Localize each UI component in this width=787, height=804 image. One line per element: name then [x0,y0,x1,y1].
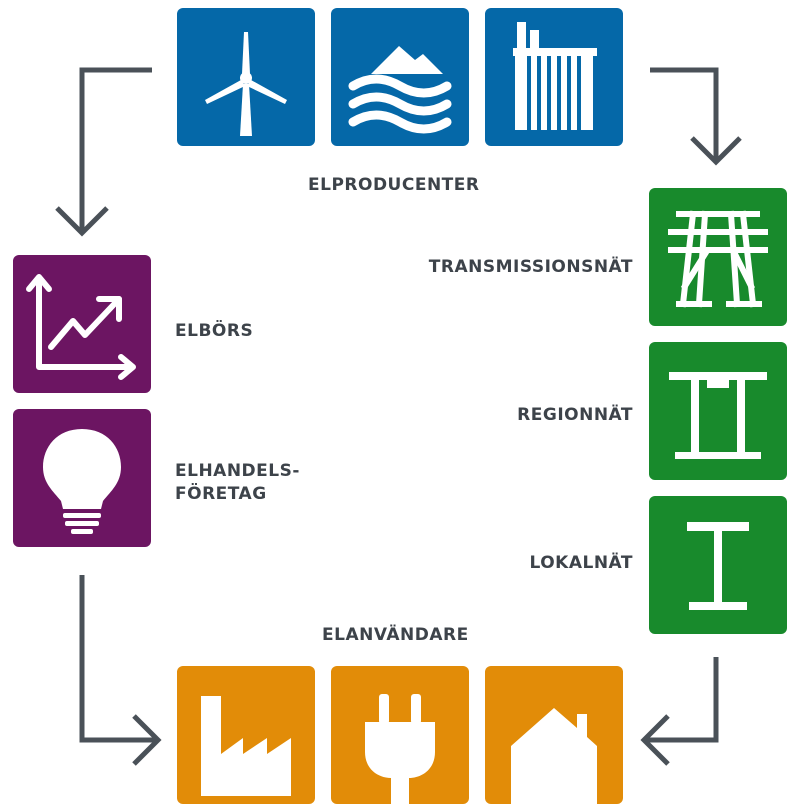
transmission-tower-icon [668,210,768,308]
factory-icon [201,696,291,796]
transmission-label: TRANSMISSIONSNÄT [428,257,633,277]
household-tile [485,666,623,804]
industry-tile [177,666,315,804]
local-grid-tile [649,496,787,634]
producers-label: ELPRODUCENTER [308,175,480,195]
power-plant-icon [513,22,597,130]
consumers-label: ELANVÄNDARE [322,625,469,645]
retailer-label-line2: FÖRETAG [175,484,267,504]
power-plug-icon [365,694,435,804]
power-plant-tile [485,8,623,146]
regional-grid-tile [649,342,787,480]
light-bulb-icon [43,429,121,534]
electricity-retailer-tile [13,409,151,547]
arrow-local-to-consumers [640,657,719,766]
house-icon [511,708,597,804]
exchange-label: ELBÖRS [175,321,254,341]
arrow-producers-to-transmission [650,67,742,166]
hydro-water-icon [348,46,452,134]
transmission-grid-tile [649,188,787,326]
local-label: LOKALNÄT [529,553,633,573]
regional-pole-icon [669,372,767,459]
arrow-retailer-to-consumers [79,575,162,766]
retailer-label-line1: ELHANDELS- [175,461,300,481]
wind-turbine-tile [177,8,315,146]
regional-label: REGIONNÄT [517,405,633,425]
local-pole-icon [687,522,749,610]
arrow-producers-to-exchange [55,67,152,237]
wind-turbine-icon [205,32,287,136]
rising-chart-icon [26,274,136,380]
hydro-power-tile [331,8,469,146]
power-exchange-tile [13,255,151,393]
electric-outlet-tile [331,666,469,804]
